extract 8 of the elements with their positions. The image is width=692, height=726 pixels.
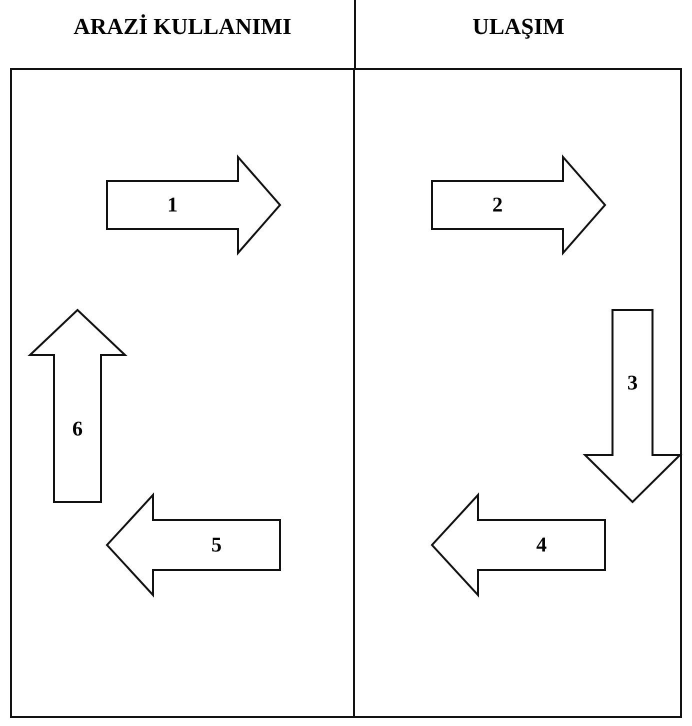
step-number: 5 <box>211 532 222 558</box>
step-number: 1 <box>167 192 178 218</box>
step-number: 4 <box>536 532 547 558</box>
step-number: 3 <box>627 370 638 395</box>
column-heading: ARAZİ KULLANIMI <box>72 14 292 40</box>
column-heading: ULAŞIM <box>471 14 566 40</box>
step-number: 2 <box>492 192 503 218</box>
step-number: 6 <box>72 416 83 441</box>
